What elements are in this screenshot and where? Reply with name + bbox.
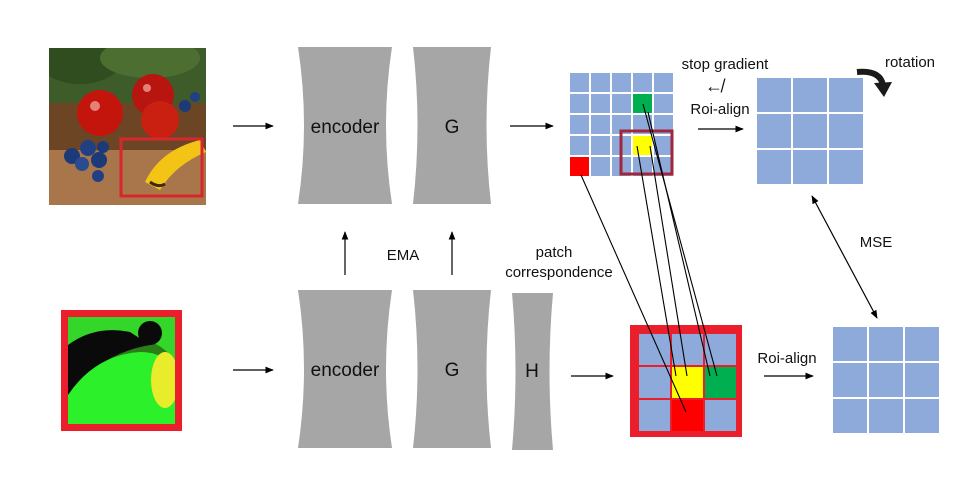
grid-cell [705, 400, 736, 431]
bottom-feature-grid [639, 334, 736, 431]
grid-cell [829, 114, 863, 148]
grid-cell [570, 115, 589, 134]
top-encoder-block: encoder [298, 47, 392, 204]
top-encoder-label: encoder [311, 117, 380, 138]
grid-cell [654, 115, 673, 134]
bottom-encoder-block: encoder [298, 290, 392, 448]
grid-cell [757, 114, 791, 148]
grid-cell [612, 73, 631, 92]
rotation-label: rotation [885, 54, 935, 71]
patch-correspondence-label-line2: correspondence [505, 264, 613, 281]
stop-gradient-symbol: ↚ [705, 76, 726, 96]
grid-cell [570, 157, 589, 176]
stop-gradient-label: stop gradient [682, 56, 770, 73]
grid-cell [633, 73, 652, 92]
grid-cell [705, 367, 736, 398]
grid-cell [612, 115, 631, 134]
bottom-g-block: G [413, 290, 491, 448]
grid-cell [654, 73, 673, 92]
grid-cell [829, 78, 863, 112]
grid-cell [639, 367, 670, 398]
grid-cell [833, 399, 867, 433]
grid-cell [591, 94, 610, 113]
h-block: H [512, 293, 553, 450]
roi-align-bottom-label: Roi-align [757, 350, 816, 367]
mse-arrow [811, 195, 878, 319]
h-label: H [525, 361, 539, 382]
grid-cell [570, 73, 589, 92]
grid-cell [829, 150, 863, 184]
grid-cell [833, 327, 867, 361]
ema-label: EMA [387, 247, 420, 264]
grid-cell [591, 136, 610, 155]
grid-cell [869, 327, 903, 361]
grid-cell [633, 136, 652, 155]
grid-cell [591, 115, 610, 134]
grid-cell [869, 399, 903, 433]
grid-cell [639, 400, 670, 431]
grid-cell [612, 94, 631, 113]
grid-cell [633, 94, 652, 113]
top-g-label: G [445, 117, 460, 138]
grid-cell [905, 327, 939, 361]
grid-cell [639, 334, 670, 365]
top-target-grid [757, 78, 863, 184]
bottom-g-label: G [445, 360, 460, 381]
bottom-target-grid [833, 327, 939, 433]
roi-box [619, 129, 674, 176]
grid-cell [757, 78, 791, 112]
grid-cell [905, 399, 939, 433]
grid-cell [672, 400, 703, 431]
grid-cell [570, 94, 589, 113]
grid-cell [757, 150, 791, 184]
grid-cell [672, 367, 703, 398]
grid-cell [905, 363, 939, 397]
grid-cell [570, 136, 589, 155]
grid-cell [793, 78, 827, 112]
grid-cell [793, 150, 827, 184]
grid-cell [591, 73, 610, 92]
correspondence-lines [580, 103, 718, 413]
grid-cell [654, 94, 673, 113]
mse-label: MSE [860, 234, 893, 251]
augmented-crop-thumbnail [61, 310, 182, 431]
top-feature-grid [570, 73, 673, 176]
patch-correspondence-label-line1: patch [536, 244, 573, 261]
grid-cell [654, 136, 673, 155]
grid-cell [833, 363, 867, 397]
grid-cell [869, 363, 903, 397]
rotation-icon [856, 68, 892, 97]
top-g-block: G [413, 47, 491, 204]
roi-align-top-label: Roi-align [690, 101, 749, 118]
grid-cell [633, 157, 652, 176]
grid-cell [672, 334, 703, 365]
grid-cell [591, 157, 610, 176]
grid-cell [793, 114, 827, 148]
crop-region-box [119, 137, 204, 198]
fruit-photo-thumbnail [49, 48, 206, 205]
bottom-encoder-label: encoder [311, 360, 380, 381]
